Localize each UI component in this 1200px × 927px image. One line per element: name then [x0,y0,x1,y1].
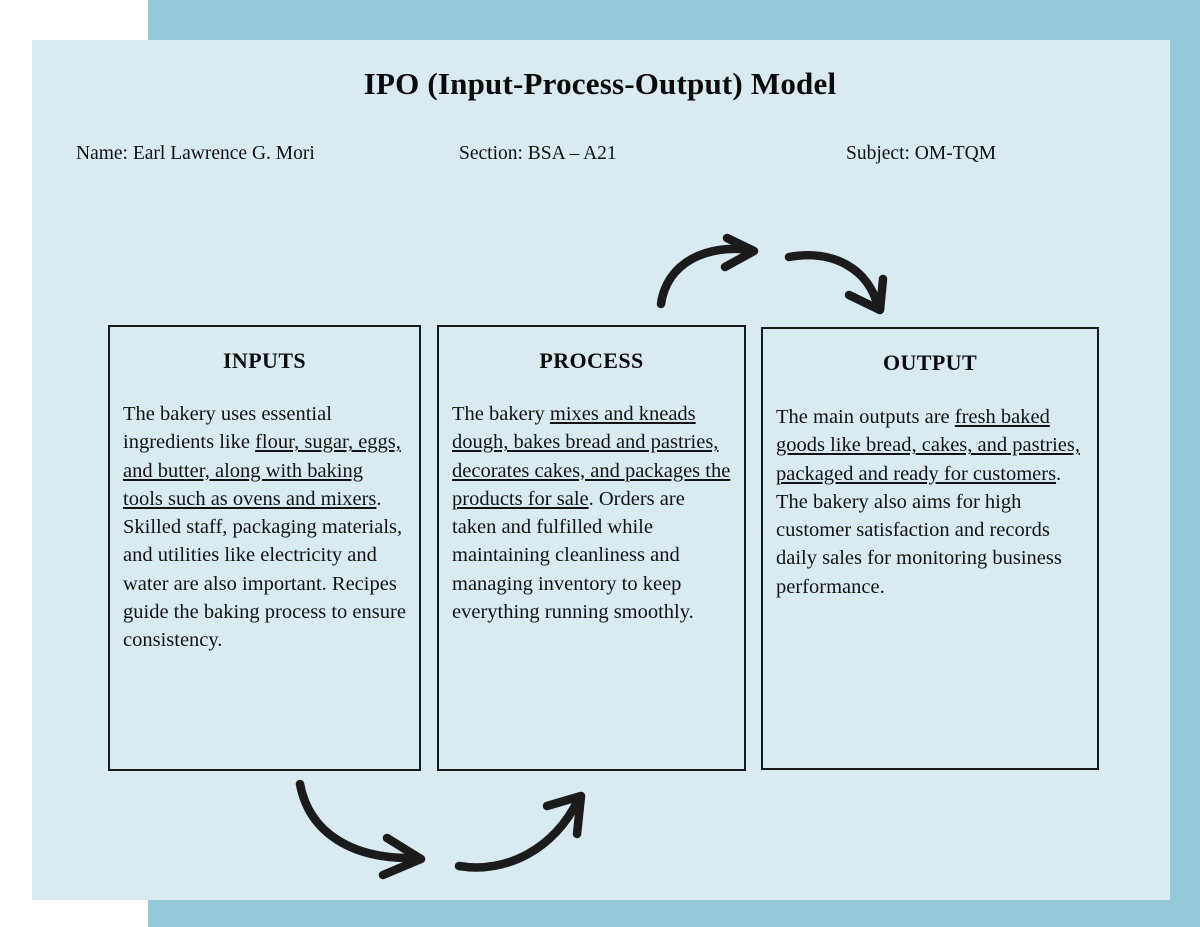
box-body-output: The main outputs are fresh baked goods l… [776,403,1087,601]
body-underlined-process: mixes and kneads dough, bakes bread and … [452,403,731,510]
ipo-box-inputs: INPUTS The bakery uses essential ingredi… [108,325,421,771]
body-tail-process: . Orders are taken and fulfilled while m… [452,487,694,624]
meta-name: Name: Earl Lawrence G. Mori [76,143,315,164]
body-tail-output: . The bakery also aims for high customer… [776,462,1062,598]
body-lead-process: The bakery [452,403,550,425]
header-meta-row: Name: Earl Lawrence G. Mori Section: BSA… [76,143,1076,171]
meta-subject: Subject: OM-TQM [846,143,997,164]
body-tail-inputs: . Skilled staff, packaging materials, an… [123,487,406,652]
box-heading-process: PROCESS [539,348,644,373]
ipo-box-process: PROCESS The bakery mixes and kneads doug… [437,325,746,771]
body-underlined-output: fresh baked goods like bread, cakes, and… [776,406,1080,485]
box-body-inputs: The bakery uses essential ingredients li… [123,400,407,655]
box-heading-output: OUTPUT [882,350,978,375]
ipo-box-output: OUTPUT The main outputs are fresh baked … [761,327,1099,770]
meta-section: Section: BSA – A21 [459,143,617,164]
content-card [32,40,1170,900]
box-body-process: The bakery mixes and kneads dough, bakes… [452,400,732,626]
body-lead-inputs: The bakery uses essential ingredients li… [123,403,332,454]
box-heading-inputs: INPUTS [222,348,307,373]
body-underlined-inputs: flour, sugar, eggs, and butter, along wi… [123,431,401,510]
body-lead-output: The main outputs are [776,406,955,428]
page-title: IPO (Input-Process-Output) Model [363,66,837,101]
